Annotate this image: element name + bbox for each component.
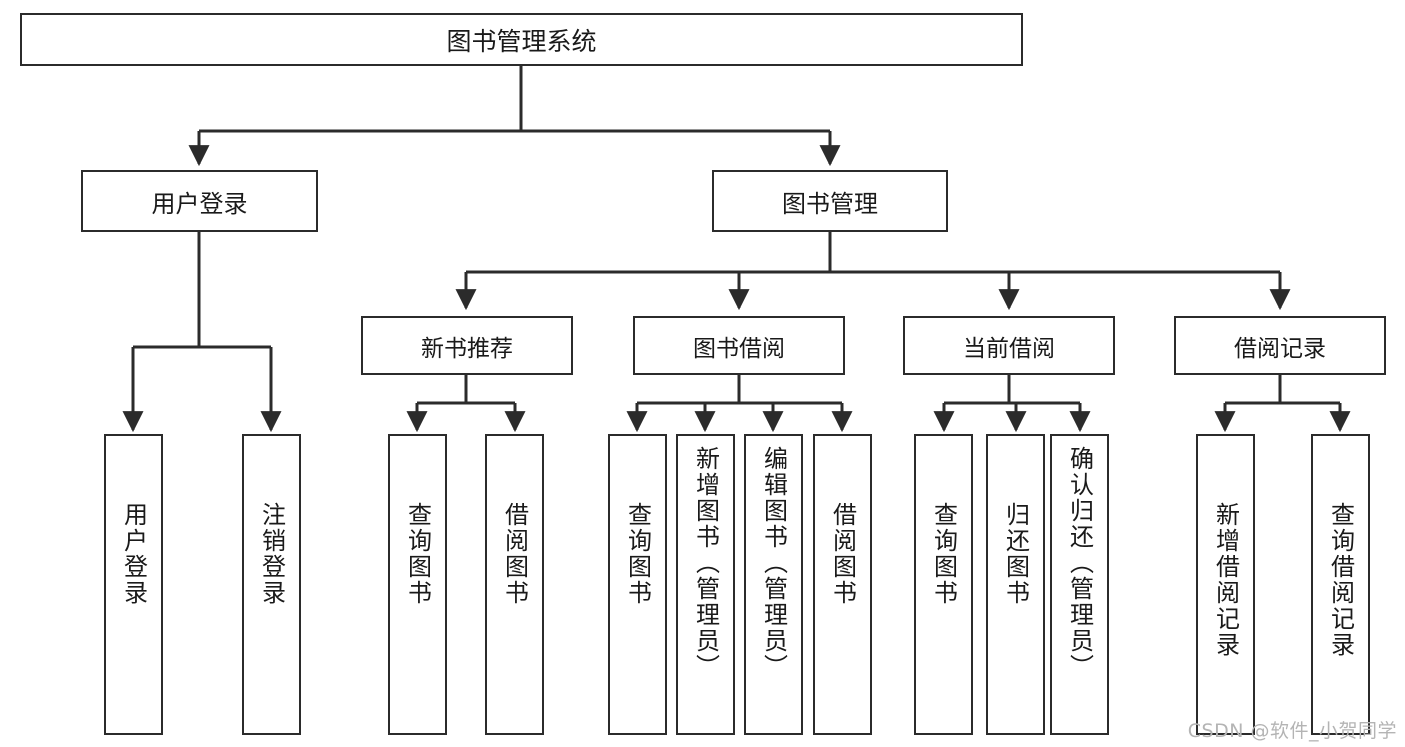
node-book-manage-label: 图书管理 [782, 189, 878, 218]
node-current-borrow[interactable]: 当前借阅 [903, 316, 1115, 375]
node-leaf-query-book-3[interactable]: 查询图书 [914, 434, 973, 735]
node-leaf-query-book-2-label: 查询图书 [623, 502, 652, 606]
node-leaf-query-record[interactable]: 查询借阅记录 [1311, 434, 1370, 735]
node-new-book-rec[interactable]: 新书推荐 [361, 316, 573, 375]
node-leaf-add-record-label: 新增借阅记录 [1211, 502, 1240, 658]
node-leaf-confirm-return[interactable]: 确认归还（管理员） [1050, 434, 1109, 735]
node-leaf-add-record[interactable]: 新增借阅记录 [1196, 434, 1255, 735]
node-leaf-query-book-1-label: 查询图书 [403, 502, 432, 606]
node-user-login[interactable]: 用户登录 [81, 170, 318, 232]
node-root-label: 图书管理系统 [446, 26, 597, 56]
node-new-book-rec-label: 新书推荐 [421, 335, 513, 362]
node-leaf-add-book-label: 新增图书（管理员） [691, 446, 720, 680]
node-leaf-confirm-return-label: 确认归还（管理员） [1065, 446, 1094, 680]
node-leaf-edit-book-label: 编辑图书（管理员） [759, 446, 788, 680]
node-borrow-record[interactable]: 借阅记录 [1174, 316, 1386, 375]
node-leaf-edit-book[interactable]: 编辑图书（管理员） [744, 434, 803, 735]
node-leaf-query-record-label: 查询借阅记录 [1326, 502, 1355, 658]
node-leaf-user-login[interactable]: 用户登录 [104, 434, 163, 735]
node-leaf-return-book-label: 归还图书 [1001, 502, 1030, 606]
node-leaf-query-book-2[interactable]: 查询图书 [608, 434, 667, 735]
node-leaf-user-login-label: 用户登录 [119, 502, 148, 606]
node-user-login-label: 用户登录 [151, 189, 248, 218]
node-leaf-add-book[interactable]: 新增图书（管理员） [676, 434, 735, 735]
node-book-borrow-label: 图书借阅 [693, 335, 785, 362]
node-leaf-borrow-book-2[interactable]: 借阅图书 [813, 434, 872, 735]
node-leaf-return-book[interactable]: 归还图书 [986, 434, 1045, 735]
node-leaf-query-book-3-label: 查询图书 [929, 502, 958, 606]
node-leaf-logout-label: 注销登录 [257, 502, 286, 606]
node-book-manage[interactable]: 图书管理 [712, 170, 948, 232]
node-borrow-record-label: 借阅记录 [1234, 335, 1326, 362]
node-leaf-borrow-book-2-label: 借阅图书 [828, 502, 857, 606]
node-current-borrow-label: 当前借阅 [963, 335, 1055, 362]
node-leaf-query-book-1[interactable]: 查询图书 [388, 434, 447, 735]
node-book-borrow[interactable]: 图书借阅 [633, 316, 845, 375]
node-root[interactable]: 图书管理系统 [20, 13, 1023, 66]
watermark: CSDN @软件_小贺同学 [1187, 720, 1397, 742]
node-leaf-borrow-book-1-label: 借阅图书 [500, 502, 529, 606]
node-leaf-logout[interactable]: 注销登录 [242, 434, 301, 735]
node-leaf-borrow-book-1[interactable]: 借阅图书 [485, 434, 544, 735]
